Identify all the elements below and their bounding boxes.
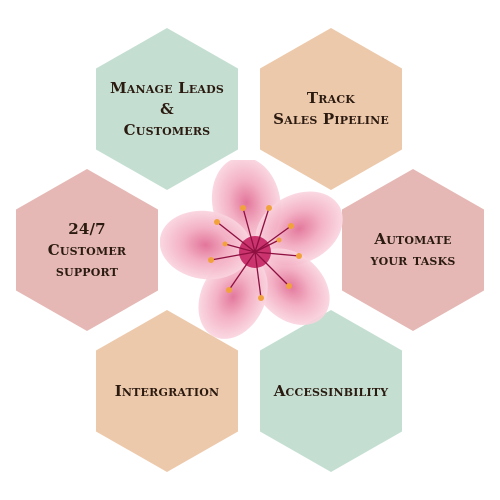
hex-label-line: Sales Pipeline — [273, 110, 389, 128]
hex-label: 24/7 Customer support — [42, 219, 133, 282]
hex-label-line: Customer — [47, 240, 127, 259]
flower-petal — [160, 210, 252, 280]
hex-label-line: Track — [306, 89, 356, 107]
hex-label-line: Automate — [374, 230, 452, 248]
hex-label-line: & — [160, 99, 174, 118]
hex-label: Accessinbility — [268, 381, 395, 402]
hex-label: Intergration — [109, 381, 226, 402]
hex-automate-tasks: Automate your tasks — [342, 169, 484, 331]
hex-label-line: your tasks — [370, 251, 456, 269]
hex-label-line: support — [55, 261, 119, 280]
hex-label-line: Intergration — [114, 381, 220, 400]
hex-label-line: Customers — [123, 120, 211, 139]
hex-label: Manage Leads & Customers — [104, 78, 230, 141]
hex-label: Track Sales Pipeline — [267, 88, 395, 130]
hex-customer-support: 24/7 Customer support — [16, 169, 158, 331]
hex-label-line: Manage Leads — [109, 78, 225, 97]
hex-label: Automate your tasks — [365, 229, 462, 271]
cherry-blossom-flower-icon — [160, 160, 343, 339]
hex-label-line: 24/7 — [68, 219, 106, 238]
flower-petal — [255, 191, 343, 266]
hex-label-line: Accessinbility — [273, 381, 389, 400]
